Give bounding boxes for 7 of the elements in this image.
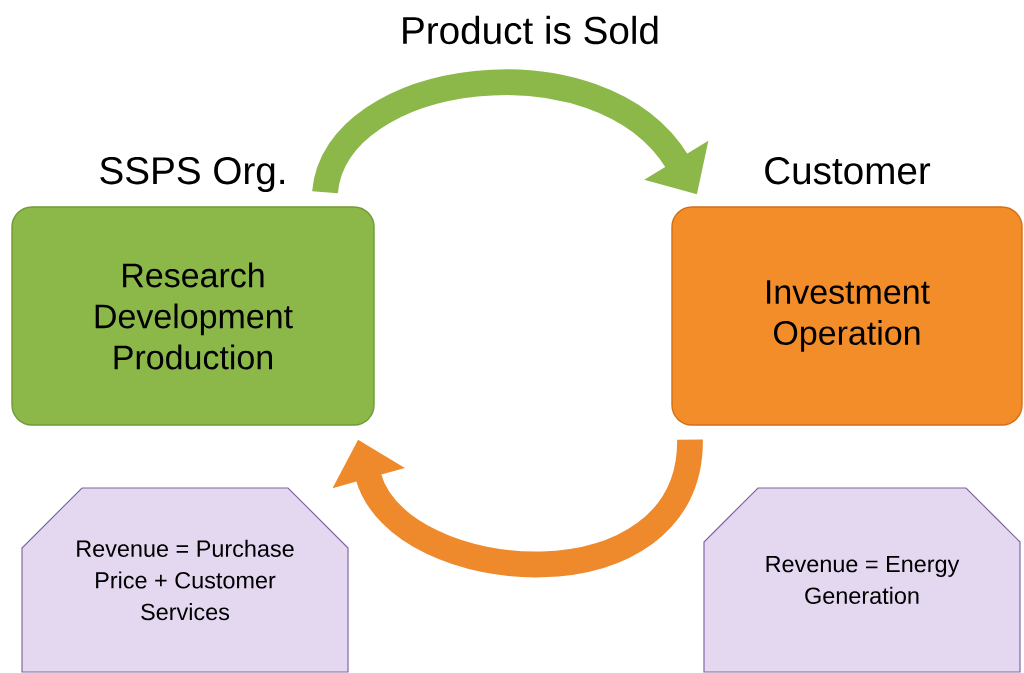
edge-label: Product is Sold	[397, 13, 663, 47]
note-box: Revenue = Purchase Price + Customer Services	[21, 487, 349, 673]
heading: SSPS Org.	[100, 157, 284, 193]
note-box: Revenue = Energy Generation	[703, 487, 1021, 673]
heading: Customer	[765, 157, 931, 185]
process-box: Investment Operation	[671, 206, 1023, 426]
process-box: Research Development Production	[11, 206, 375, 426]
